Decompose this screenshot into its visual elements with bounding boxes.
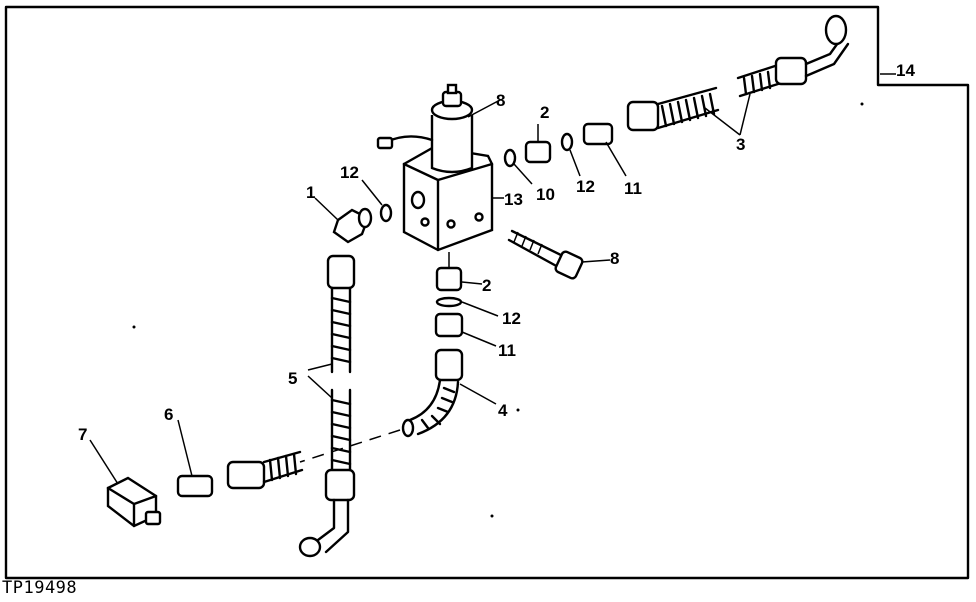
- elbow-fitting: [314, 197, 373, 244]
- hose-end-left: [226, 450, 304, 490]
- connector-11-lower: [434, 312, 497, 347]
- connector-11-top: [582, 122, 627, 177]
- bent-hose: [401, 348, 497, 438]
- valve-block: [402, 145, 494, 252]
- callout-3: 3: [736, 135, 745, 154]
- adapter-fitting-top: [524, 124, 552, 164]
- solenoid-coil: [376, 83, 501, 174]
- figure-id: TP19498: [2, 578, 78, 598]
- callout-10: 10: [536, 185, 555, 204]
- o-ring-12-lower: [435, 296, 499, 317]
- o-ring-left: [361, 179, 393, 223]
- callout-11-lower: 11: [498, 341, 516, 360]
- fitting-6: [176, 419, 214, 498]
- sensor-7: [89, 439, 162, 528]
- callout-11-top: 11: [624, 179, 642, 198]
- o-ring-10: [503, 148, 533, 185]
- callout-12-lower: 12: [502, 309, 521, 328]
- callout-4: 4: [498, 401, 508, 420]
- callout-13: 13: [504, 190, 523, 209]
- mounting-bolt: [507, 229, 611, 280]
- callout-1: 1: [306, 183, 315, 202]
- diagram-border: [4, 5, 970, 580]
- vertical-hose: [298, 254, 356, 558]
- callout-8-bolt: 8: [610, 249, 619, 268]
- callout-6: 6: [164, 405, 173, 424]
- callout-5: 5: [288, 369, 297, 388]
- callout-2-lower: 2: [482, 276, 491, 295]
- callout-2-top: 2: [540, 103, 549, 122]
- o-ring-12-top: [560, 132, 581, 177]
- callout-14: 14: [896, 61, 915, 80]
- callout-12-top: 12: [576, 177, 595, 196]
- adapter-fitting-lower: [435, 266, 483, 292]
- callout-12-left: 12: [340, 163, 359, 182]
- connection-dash: [299, 429, 401, 463]
- hose-assembly-top: [626, 14, 850, 136]
- callout-7: 7: [78, 425, 87, 444]
- callout-8-top: 8: [496, 91, 505, 110]
